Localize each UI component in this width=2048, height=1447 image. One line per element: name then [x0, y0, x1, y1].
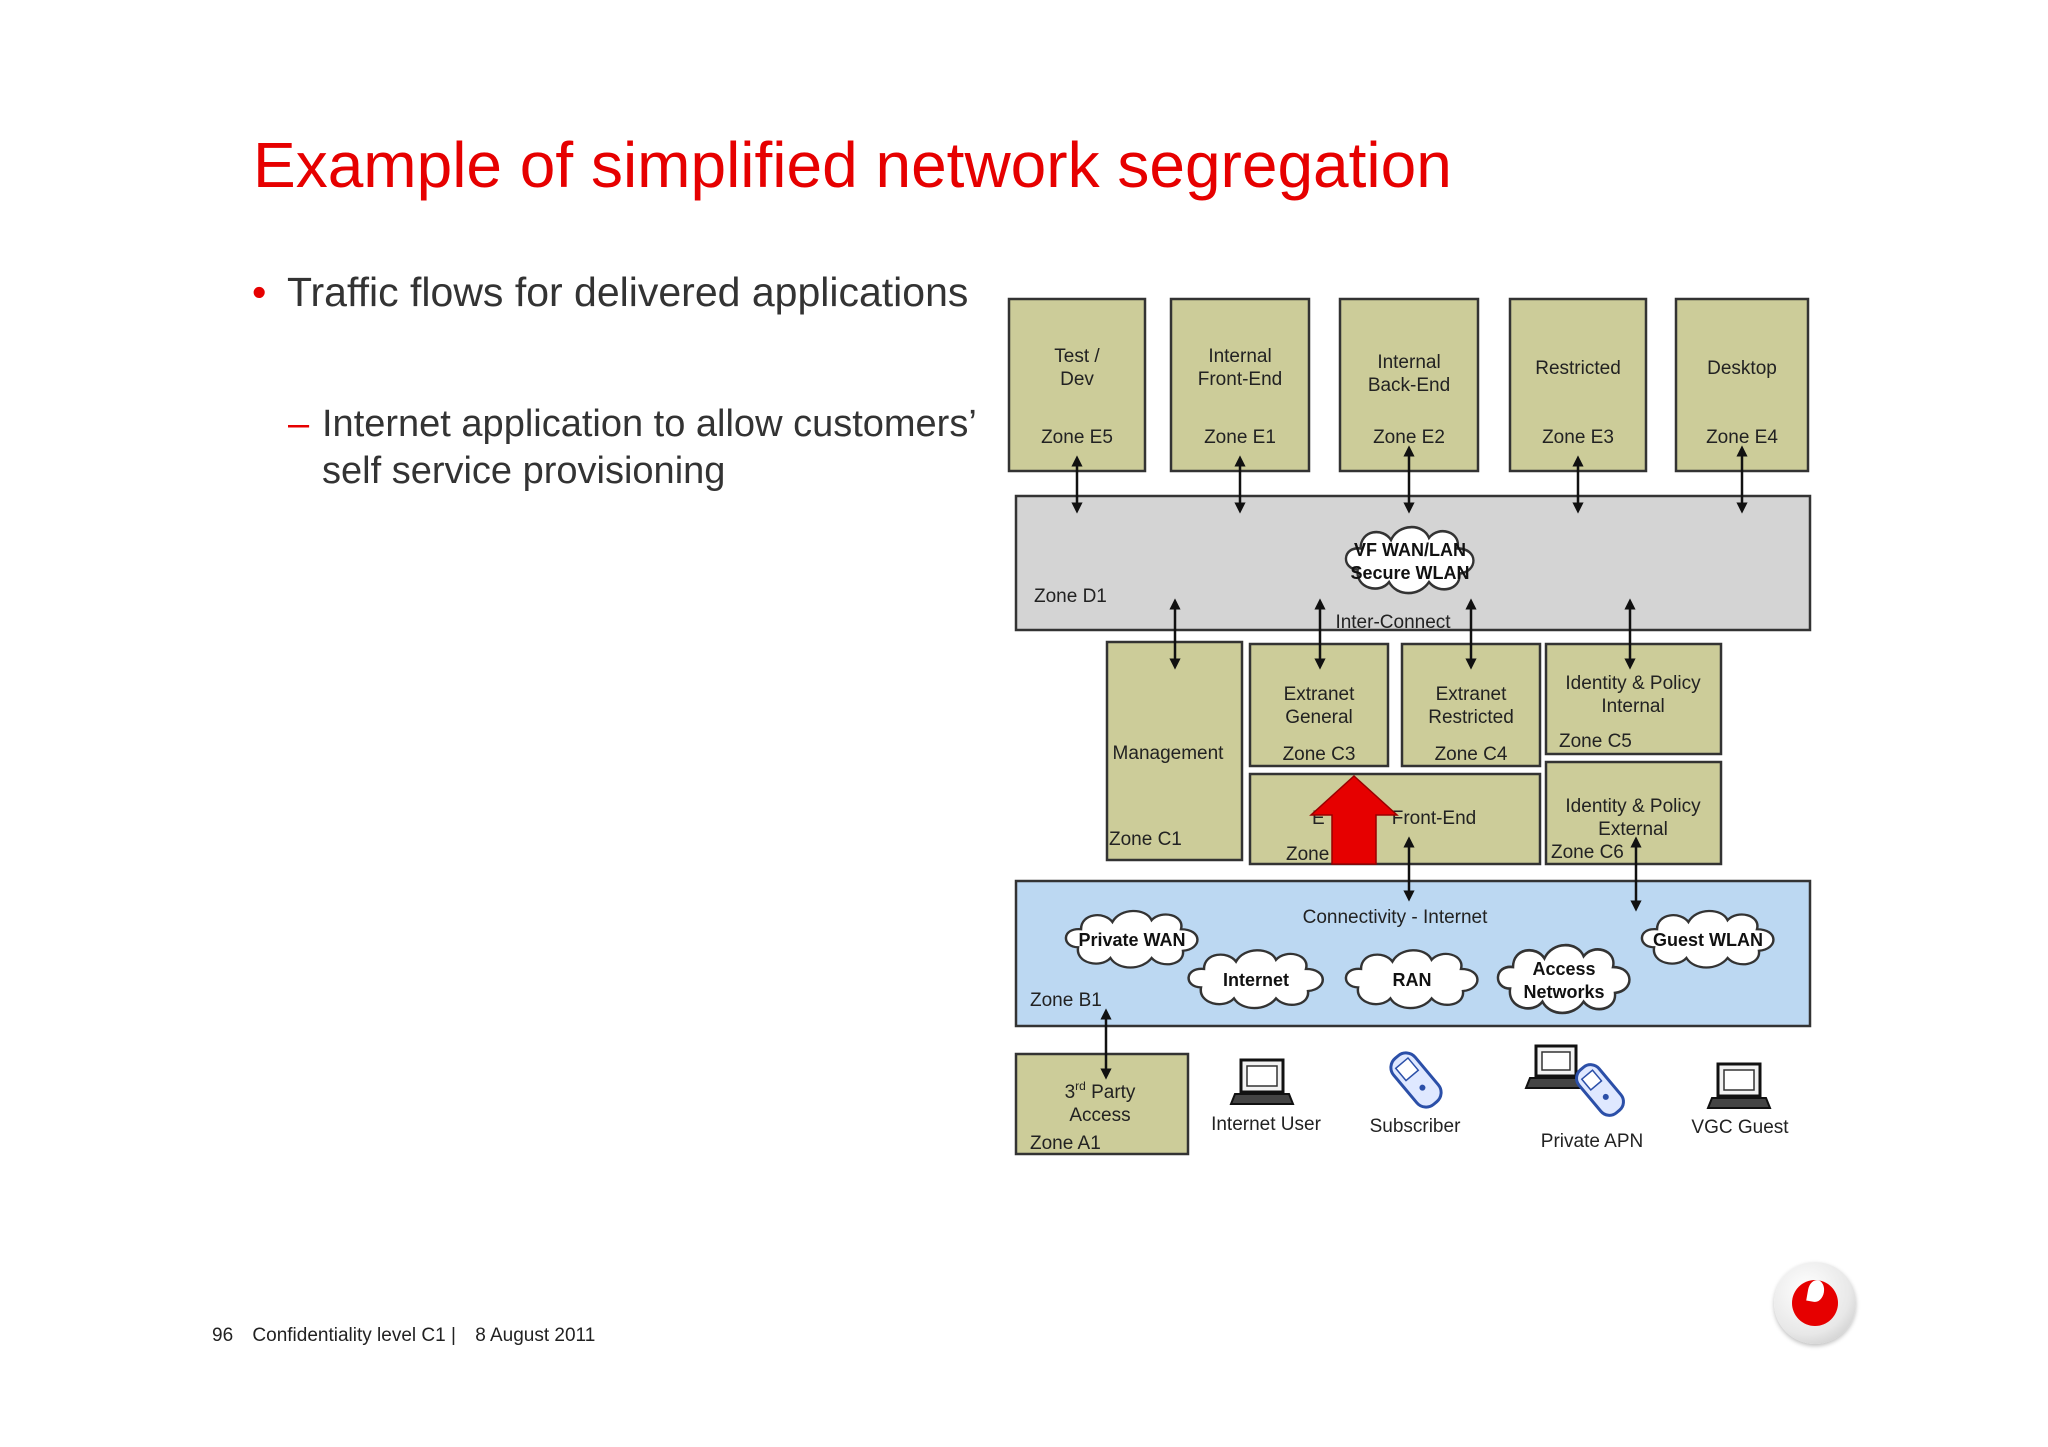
zone-e5-label-1: Test / — [1054, 346, 1100, 367]
zone-e2-zone: Zone E2 — [1373, 427, 1445, 448]
confidentiality-label: Confidentiality level C1 | — [252, 1325, 456, 1346]
private-apn-label: Private APN — [1541, 1131, 1643, 1152]
zone-b1-box: Connectivity - Internet Zone B1 Private … — [1014, 879, 1812, 1028]
zone-e2-label-2: Back-End — [1368, 375, 1450, 396]
zone-e4-label-1: Desktop — [1707, 358, 1777, 379]
identity-external-label-1: Identity & Policy — [1565, 796, 1701, 817]
zone-e1-label-2: Front-End — [1198, 369, 1282, 390]
zone-e3-zone: Zone E3 — [1542, 427, 1614, 448]
secure-wlan-label: Secure WLAN — [1350, 563, 1469, 583]
access-label: Access — [1069, 1105, 1130, 1126]
zone-e4-zone: Zone E4 — [1706, 427, 1778, 448]
vgc-guest-label: VGC Guest — [1691, 1117, 1789, 1138]
third-party-number: 3 — [1065, 1082, 1076, 1103]
extranet-restricted-label-2: Restricted — [1428, 707, 1514, 728]
identity-internal-zone: Zone C5 — [1559, 731, 1632, 752]
highlight-arrow — [1309, 774, 1399, 865]
extranet-general-label-2: General — [1285, 707, 1353, 728]
zone-e3-box: Restricted Zone E3 — [1508, 297, 1648, 473]
identity-internal-box: Identity & Policy Internal Zone C5 — [1544, 642, 1723, 756]
zone-e1-box: Internal Front-End Zone E1 — [1169, 297, 1311, 473]
identity-internal-label-1: Identity & Policy — [1565, 673, 1701, 694]
laptop-icon — [1706, 1062, 1772, 1109]
zone-e2-label-1: Internal — [1377, 352, 1440, 373]
connectivity-internet-label: Connectivity - Internet — [1303, 907, 1489, 928]
page-number: 96 — [212, 1325, 234, 1346]
access-networks-label-1: Access — [1532, 959, 1595, 979]
bullet-text: Traffic flows for delivered applications — [287, 269, 969, 315]
vf-wan-lan-cloud — [1344, 525, 1475, 595]
footer: 96 Confidentiality level C1 | 8 August 2… — [212, 1325, 609, 1347]
guest-wlan-label: Guest WLAN — [1653, 930, 1763, 950]
zone-e2-box: Internal Back-End Zone E2 — [1338, 297, 1480, 473]
inter-connect-label: Inter-Connect — [1335, 612, 1451, 633]
zone-b1-zone: Zone B1 — [1030, 990, 1102, 1011]
footer-date: 8 August 2011 — [475, 1325, 596, 1346]
e-to-d1-arrows — [1071, 445, 1748, 514]
zone-d1-box: Zone D1 Inter-Connect VF WAN/LAN Secure … — [1014, 494, 1812, 633]
identity-external-box: Identity & Policy External Zone C6 — [1544, 760, 1723, 866]
subscriber-label: Subscriber — [1370, 1116, 1461, 1137]
zone-e3-label-1: Restricted — [1535, 358, 1621, 379]
management-zone: Zone C1 — [1109, 829, 1182, 850]
zone-e5-box: Test / Dev Zone E5 — [1007, 297, 1147, 473]
extranet-restricted-label-1: Extranet — [1436, 684, 1507, 705]
zone-d1-zone: Zone D1 — [1034, 586, 1107, 607]
zone-e5-label-2: Dev — [1060, 369, 1094, 390]
identity-external-label-2: External — [1598, 819, 1668, 840]
internet-label: Internet — [1223, 970, 1289, 990]
management-label: Management — [1113, 743, 1225, 764]
identity-external-zone: Zone C6 — [1551, 842, 1624, 863]
zone-e1-label-1: Internal — [1208, 346, 1271, 367]
sub-bullet-dash: – — [288, 403, 310, 445]
access-networks-cloud — [1496, 943, 1631, 1015]
extranet-general-zone: Zone C3 — [1283, 744, 1356, 765]
third-party-word: Party — [1086, 1082, 1136, 1103]
extranet-general-label-1: Extranet — [1284, 684, 1355, 705]
zone-e5-zone: Zone E5 — [1041, 427, 1113, 448]
front-end-box: E Front-End Zone — [1248, 772, 1542, 866]
management-box: Management Zone C1 — [1105, 640, 1244, 862]
internet-user-label: Internet User — [1211, 1114, 1321, 1135]
c-to-b1-arrows — [1403, 836, 1642, 912]
front-end-zone: Zone — [1286, 844, 1329, 865]
zone-a1-zone: Zone A1 — [1030, 1133, 1101, 1154]
zone-a1-box: 3rd Party Access Zone A1 — [1014, 1052, 1190, 1156]
zone-e1-zone: Zone E1 — [1204, 427, 1276, 448]
phone-icon — [1389, 1051, 1443, 1109]
third-party-label: 3rd Party — [1065, 1079, 1136, 1103]
ran-label: RAN — [1393, 970, 1432, 990]
front-end-label: Front-End — [1392, 808, 1476, 829]
laptop-icon — [1229, 1058, 1295, 1105]
vf-wan-lan-label: VF WAN/LAN — [1354, 540, 1466, 560]
third-party-superscript: rd — [1075, 1079, 1086, 1093]
d1-to-c-arrows — [1169, 598, 1636, 670]
zone-e4-box: Desktop Zone E4 — [1674, 297, 1810, 473]
bullet-dot: • — [252, 269, 267, 315]
identity-internal-label-2: Internal — [1601, 696, 1664, 717]
access-networks-label-2: Networks — [1523, 982, 1604, 1002]
laptop-phone-icon — [1524, 1044, 1625, 1117]
slide-title: Example of simplified network segregatio… — [253, 129, 1452, 201]
sub-bullet-text: Internet application to allow customers’… — [322, 403, 976, 492]
private-wan-label: Private WAN — [1078, 930, 1185, 950]
extranet-restricted-zone: Zone C4 — [1435, 744, 1508, 765]
vodafone-logo — [1774, 1262, 1856, 1344]
